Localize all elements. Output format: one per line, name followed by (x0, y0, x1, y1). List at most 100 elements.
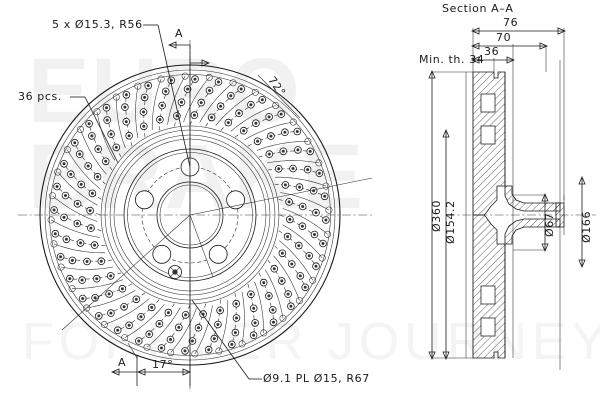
vane-slot-group (167, 303, 207, 357)
section-view (428, 27, 596, 370)
dim-arrow-360-t (428, 69, 436, 79)
vane-slot-end (296, 297, 303, 305)
drilled-hole-center (95, 277, 99, 281)
vane-slot-end (157, 75, 165, 83)
drilled-hole-center (193, 77, 197, 81)
drilled-hole-center (114, 145, 118, 149)
vane-slot-end (83, 304, 91, 312)
drilled-hole-center (55, 185, 59, 188)
drilled-hole-center (277, 167, 281, 171)
vane-slot (146, 307, 181, 348)
vane-slot-group (205, 85, 259, 127)
drilled-hole-center (137, 339, 141, 343)
drilled-hole-center (303, 285, 307, 289)
dim-arrow-67-t (541, 192, 549, 202)
drilled-hole-center (75, 222, 79, 225)
drilled-hole-center (124, 93, 128, 97)
drilled-hole-center (287, 200, 291, 204)
drilled-hole-center (186, 87, 190, 91)
vane-slot-end (279, 314, 287, 322)
drilled-hole-center (313, 233, 316, 236)
min-thickness-label: Min. th. 34 (419, 53, 485, 66)
drilled-hole-center (177, 325, 181, 329)
drilled-hole-center (64, 194, 67, 197)
dia-label-67: Ø67 (543, 212, 556, 237)
drilled-hole-center (127, 134, 131, 138)
drilled-hole-center (109, 132, 113, 136)
drilled-hole-center (192, 113, 196, 117)
drilled-hole-center (300, 224, 304, 228)
drilled-hole-center (157, 322, 161, 326)
drilled-hole-center (262, 281, 266, 285)
vane-slot-end (309, 276, 317, 284)
vane-slot (116, 97, 126, 149)
drilled-hole-center (105, 106, 108, 110)
dim-arrow-76-r (557, 27, 567, 35)
bolt-hole (208, 244, 228, 264)
drilled-hole-center (150, 305, 154, 309)
drilled-hole-center (267, 152, 271, 156)
drilled-hole-center (96, 175, 100, 179)
vane-slot-end (205, 73, 213, 81)
drilled-hole-center (256, 139, 260, 143)
drilled-hole-center (210, 115, 214, 119)
drilled-hole-center (124, 120, 128, 124)
vane-slot-end (93, 108, 101, 116)
vane-slot-end (215, 347, 223, 355)
vent-cavity (480, 125, 496, 145)
vane-slot (124, 304, 165, 338)
vane-slot (61, 266, 113, 270)
drilled-hole-center (81, 297, 85, 300)
bolt-hole (152, 244, 172, 264)
drilled-hole-center (175, 114, 179, 118)
drilled-hole-center (86, 164, 90, 168)
dim-arrow-70-r (539, 42, 549, 50)
vane-slot-group (48, 192, 102, 232)
section-arrow-top (167, 41, 177, 49)
vane-slot-group (278, 230, 320, 284)
vane-slot-end (260, 329, 268, 337)
drilled-hole-center (190, 339, 194, 343)
vane-slot-end (112, 93, 120, 101)
vane-slot-group (121, 303, 175, 345)
drilled-hole-center (296, 148, 300, 152)
vane-slot (167, 75, 186, 125)
vane-slot-end (47, 216, 55, 224)
vent-cavity (480, 317, 496, 337)
drilled-hole-center (280, 251, 284, 255)
drilled-hole-center (183, 349, 187, 353)
vane-slot-end (100, 321, 108, 328)
drilled-hole-center (169, 338, 172, 341)
vane-slot-end (57, 263, 65, 271)
drilled-hole-center (105, 118, 109, 122)
drilled-hole-center (184, 313, 188, 317)
drilled-hole-center (146, 84, 150, 88)
drilled-hole-center (234, 302, 238, 306)
drilled-hole-center (166, 311, 170, 315)
drilled-hole-center (207, 348, 211, 352)
section-view-title: Section A–A (442, 2, 514, 15)
drilled-hole-center (142, 124, 146, 128)
vane-slot-group (53, 168, 101, 216)
drilled-hole-center (73, 141, 77, 145)
leader-bolt-holes (157, 24, 191, 168)
dim-arrow-154-b (442, 351, 450, 361)
drilled-hole-center (280, 279, 284, 283)
vane-slot-end (251, 88, 259, 96)
vent-cavity (480, 93, 496, 113)
drilled-hole-center (79, 182, 83, 186)
vane-slot (135, 86, 139, 138)
drilled-hole-center (252, 333, 256, 337)
section-arrow-bottom (110, 368, 120, 376)
drilled-hole-center (249, 292, 253, 296)
drilled-hole-center (127, 323, 131, 327)
bolt-hole (226, 190, 246, 210)
drilled-hole-center (295, 130, 299, 133)
vane-slot-group (191, 299, 224, 358)
angle-pitch-label: 17° (152, 358, 174, 371)
drilled-hole-center (99, 259, 103, 263)
section-arrow-top2 (201, 59, 211, 67)
drilled-hole-center (230, 342, 234, 346)
vane-slot-group (85, 108, 116, 171)
